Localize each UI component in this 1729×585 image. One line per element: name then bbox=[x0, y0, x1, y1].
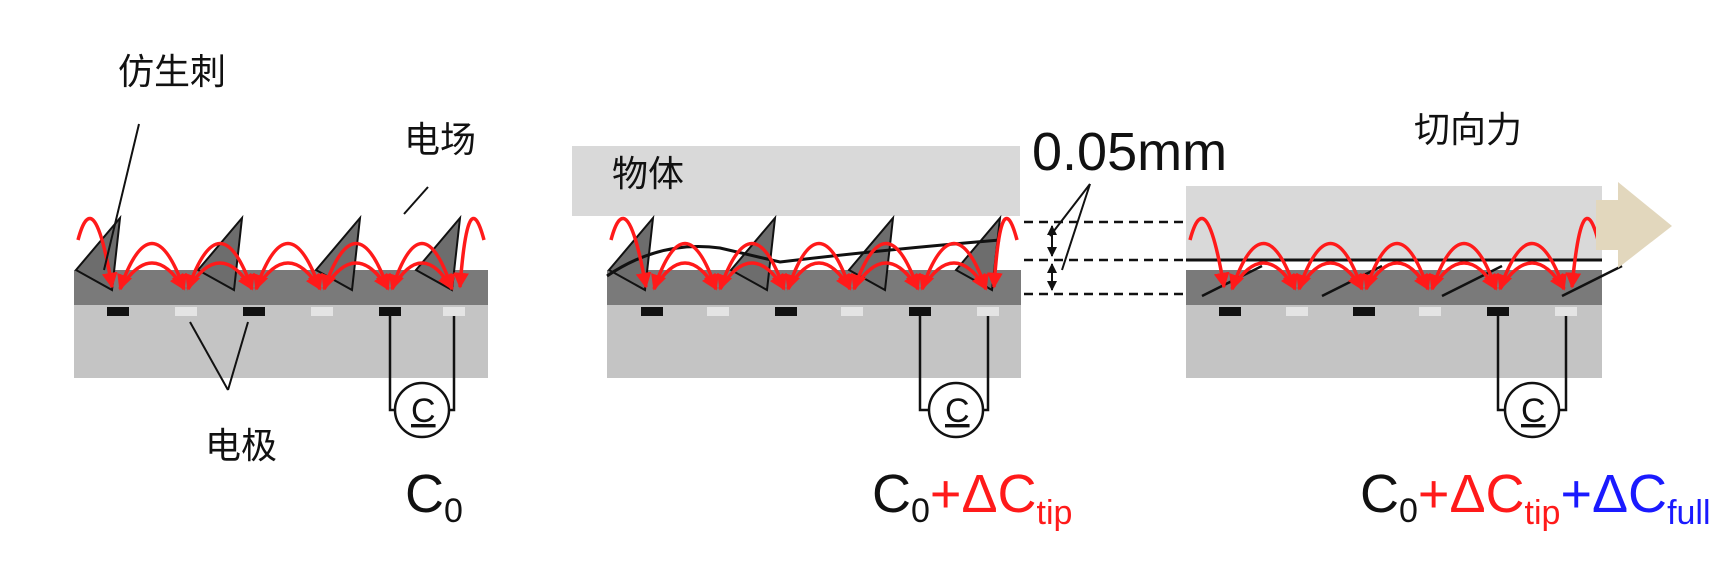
electrode-drive bbox=[1219, 307, 1241, 316]
electrodes-label: 电极 bbox=[205, 426, 277, 467]
electrode-drive bbox=[1353, 307, 1375, 316]
electrode-drive bbox=[379, 307, 401, 316]
field-line-edge-right bbox=[987, 216, 1019, 289]
field-line bbox=[185, 242, 255, 291]
field-line bbox=[1497, 242, 1567, 291]
electrode-pointer-2 bbox=[227, 321, 249, 391]
object-block bbox=[572, 146, 1020, 216]
meter-wire-left bbox=[388, 316, 394, 412]
electrode-pointer-1 bbox=[189, 321, 229, 391]
capacitance-meter-symbol: C bbox=[1521, 392, 1546, 430]
formula-panel3: C0+ΔCtip+ΔCfull bbox=[1360, 464, 1711, 532]
field-line-edge-right bbox=[453, 216, 486, 289]
panel-shear: C bbox=[1186, 186, 1623, 439]
capacitance-meter bbox=[927, 381, 985, 439]
electrode-sense bbox=[311, 307, 333, 316]
panel-contact: C bbox=[572, 146, 1021, 439]
object-label: 物体 bbox=[612, 154, 684, 195]
field-line bbox=[919, 242, 989, 291]
field-line bbox=[1296, 242, 1365, 291]
substrate-dielectric bbox=[1186, 270, 1602, 305]
electrode-sense bbox=[977, 307, 999, 316]
spines-label: 仿生刺 bbox=[118, 52, 226, 93]
electrode-drive bbox=[909, 307, 931, 316]
field-label: 电场 bbox=[404, 120, 476, 161]
gap-pointer-1 bbox=[1049, 183, 1091, 237]
shear-force-arrow bbox=[1596, 182, 1672, 268]
substrate-base bbox=[1186, 305, 1602, 378]
electrode-sense bbox=[707, 307, 729, 316]
electrode-drive bbox=[243, 307, 265, 316]
electrode-drive bbox=[107, 307, 129, 316]
meter-wire-left bbox=[918, 316, 928, 412]
meter-wire-right bbox=[450, 316, 456, 412]
field-line-edge-right bbox=[1565, 216, 1600, 289]
spines-pointer bbox=[103, 123, 140, 271]
capacitance-meter bbox=[393, 381, 451, 439]
electrode-sense bbox=[1555, 307, 1577, 316]
substrate-dielectric bbox=[607, 270, 1021, 305]
substrate-base bbox=[74, 305, 488, 378]
field-line-edge-left bbox=[76, 216, 118, 289]
field-pointer bbox=[403, 186, 429, 215]
substrate-base bbox=[607, 305, 1021, 378]
contact-surface bbox=[606, 238, 1001, 278]
field-line bbox=[117, 242, 187, 291]
field-line bbox=[785, 242, 853, 291]
electrode-drive bbox=[1487, 307, 1509, 316]
field-line bbox=[717, 242, 787, 291]
capacitance-meter-symbol: C bbox=[411, 392, 436, 430]
electrode-sense bbox=[175, 307, 197, 316]
field-line bbox=[1363, 242, 1431, 291]
object-block bbox=[1186, 186, 1602, 260]
field-line bbox=[851, 242, 921, 291]
gap-label: 0.05mm bbox=[1032, 122, 1227, 182]
field-line-edge-left bbox=[1188, 216, 1230, 289]
field-line bbox=[1429, 242, 1499, 291]
meter-wire-right bbox=[984, 316, 990, 412]
electrode-drive bbox=[641, 307, 663, 316]
meter-wire-left bbox=[1496, 316, 1504, 412]
shear-label: 切向力 bbox=[1414, 110, 1522, 151]
field-line bbox=[321, 242, 391, 291]
capacitance-meter-symbol: C bbox=[945, 392, 970, 430]
electrode-sense bbox=[1419, 307, 1441, 316]
gap-pointer-2 bbox=[1061, 183, 1091, 271]
field-line bbox=[1229, 242, 1298, 291]
capacitance-meter bbox=[1503, 381, 1561, 439]
spine-4 bbox=[1561, 264, 1623, 298]
electrode-sense bbox=[841, 307, 863, 316]
field-line bbox=[651, 242, 719, 291]
electrode-drive bbox=[775, 307, 797, 316]
field-line bbox=[253, 242, 323, 291]
panel-resting: C bbox=[74, 214, 488, 439]
formula-panel1: C0 bbox=[405, 464, 463, 530]
field-line bbox=[388, 242, 456, 291]
meter-wire-right bbox=[1560, 316, 1568, 412]
field-line-edge-left bbox=[609, 216, 652, 289]
formula-panel2: C0+ΔCtip bbox=[872, 464, 1072, 532]
electrode-sense bbox=[443, 307, 465, 316]
electrode-sense bbox=[1286, 307, 1308, 316]
